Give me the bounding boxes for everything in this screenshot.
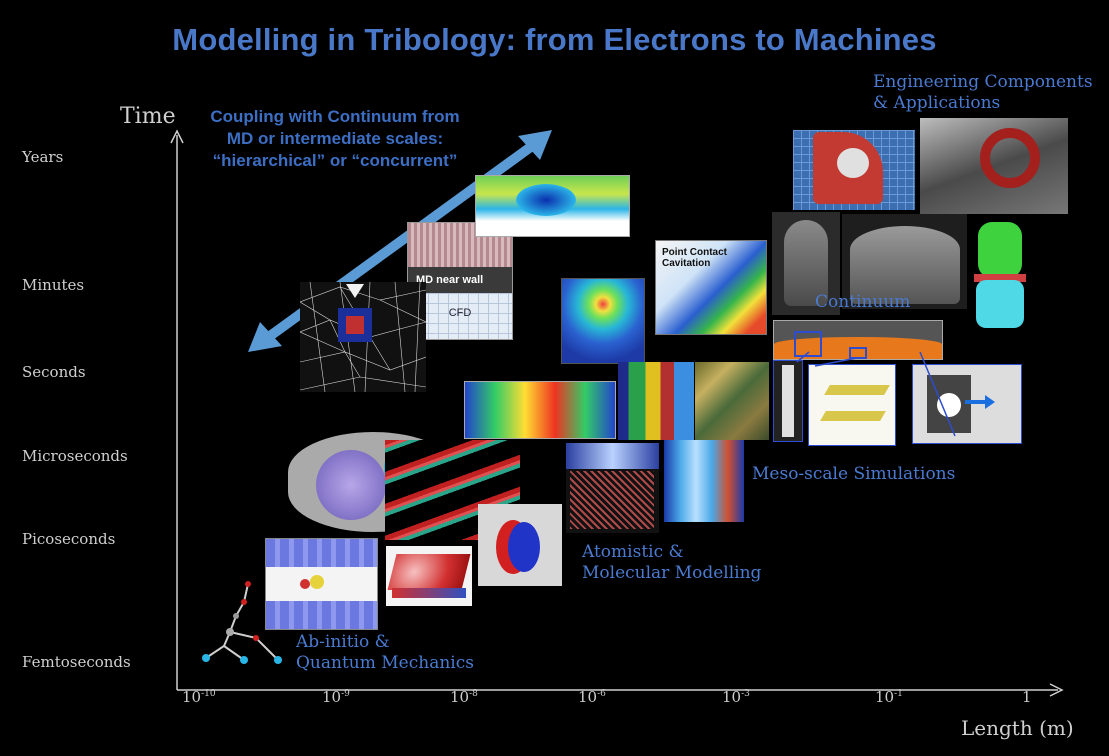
radial-contour-figure	[561, 278, 645, 364]
engineering-cam-figure	[920, 118, 1068, 214]
atomistic-label: Atomistic & Molecular Modelling	[582, 542, 762, 583]
engineering-label: Engineering Components & Applications	[873, 72, 1093, 113]
x-tick-1e-8: 10-8	[450, 688, 478, 706]
y-axis-title: Time	[120, 104, 176, 129]
surface-map-figure	[386, 546, 472, 606]
y-tick-minutes: Minutes	[22, 276, 85, 294]
point-contact-figure: Point Contact Cavitation	[655, 240, 767, 335]
y-tick-picoseconds: Picoseconds	[22, 530, 116, 548]
y-tick-years: Years	[22, 148, 64, 166]
slide-title: Modelling in Tribology: from Electrons t…	[172, 22, 937, 57]
y-tick-seconds: Seconds	[22, 363, 86, 381]
engineering-mesh-figure	[793, 130, 915, 210]
asperity-figure	[478, 504, 562, 586]
x-tick-1e-1: 10-1	[875, 688, 903, 706]
knee-joint-figure	[970, 218, 1030, 330]
dft-interface-figure	[265, 538, 378, 630]
x-tick-1e-10: 10-10	[182, 688, 216, 706]
x-tick-1: 1	[1022, 688, 1032, 706]
mesh-figure	[300, 282, 426, 392]
continuum-part-1	[772, 212, 840, 315]
y-tick-microseconds: Microseconds	[22, 447, 128, 465]
x-tick-1e-9: 10-9	[322, 688, 350, 706]
shear-band-figure	[664, 440, 744, 522]
meso-strip-figure	[773, 360, 803, 442]
bearing-strip-figure	[773, 320, 943, 360]
point-contact-label: Point Contact Cavitation	[662, 247, 727, 269]
rough-surface-figure	[566, 443, 659, 533]
x-axis-title: Length (m)	[961, 716, 1074, 740]
abinitio-label: Ab-initio & Quantum Mechanics	[296, 632, 474, 673]
molecule-figure	[202, 581, 282, 664]
coupling-label: Coupling with Continuum from MD or inter…	[210, 107, 460, 170]
continuum-part-2	[842, 214, 967, 309]
meso-connector-lines	[796, 351, 995, 437]
meso-label: Meso-scale Simulations	[752, 464, 956, 484]
meso-texture-figure	[695, 362, 769, 440]
meso-layers-figure	[618, 362, 694, 440]
y-tick-femtoseconds: Femtoseconds	[22, 653, 131, 671]
meso-contour-figure	[464, 381, 616, 439]
top-heatmap-figure	[475, 175, 630, 237]
x-tick-1e-6: 10-6	[578, 688, 606, 706]
x-tick-1e-3: 10-3	[722, 688, 750, 706]
continuum-label: Continuum	[815, 292, 911, 312]
meso-schematic-figure	[808, 364, 896, 446]
